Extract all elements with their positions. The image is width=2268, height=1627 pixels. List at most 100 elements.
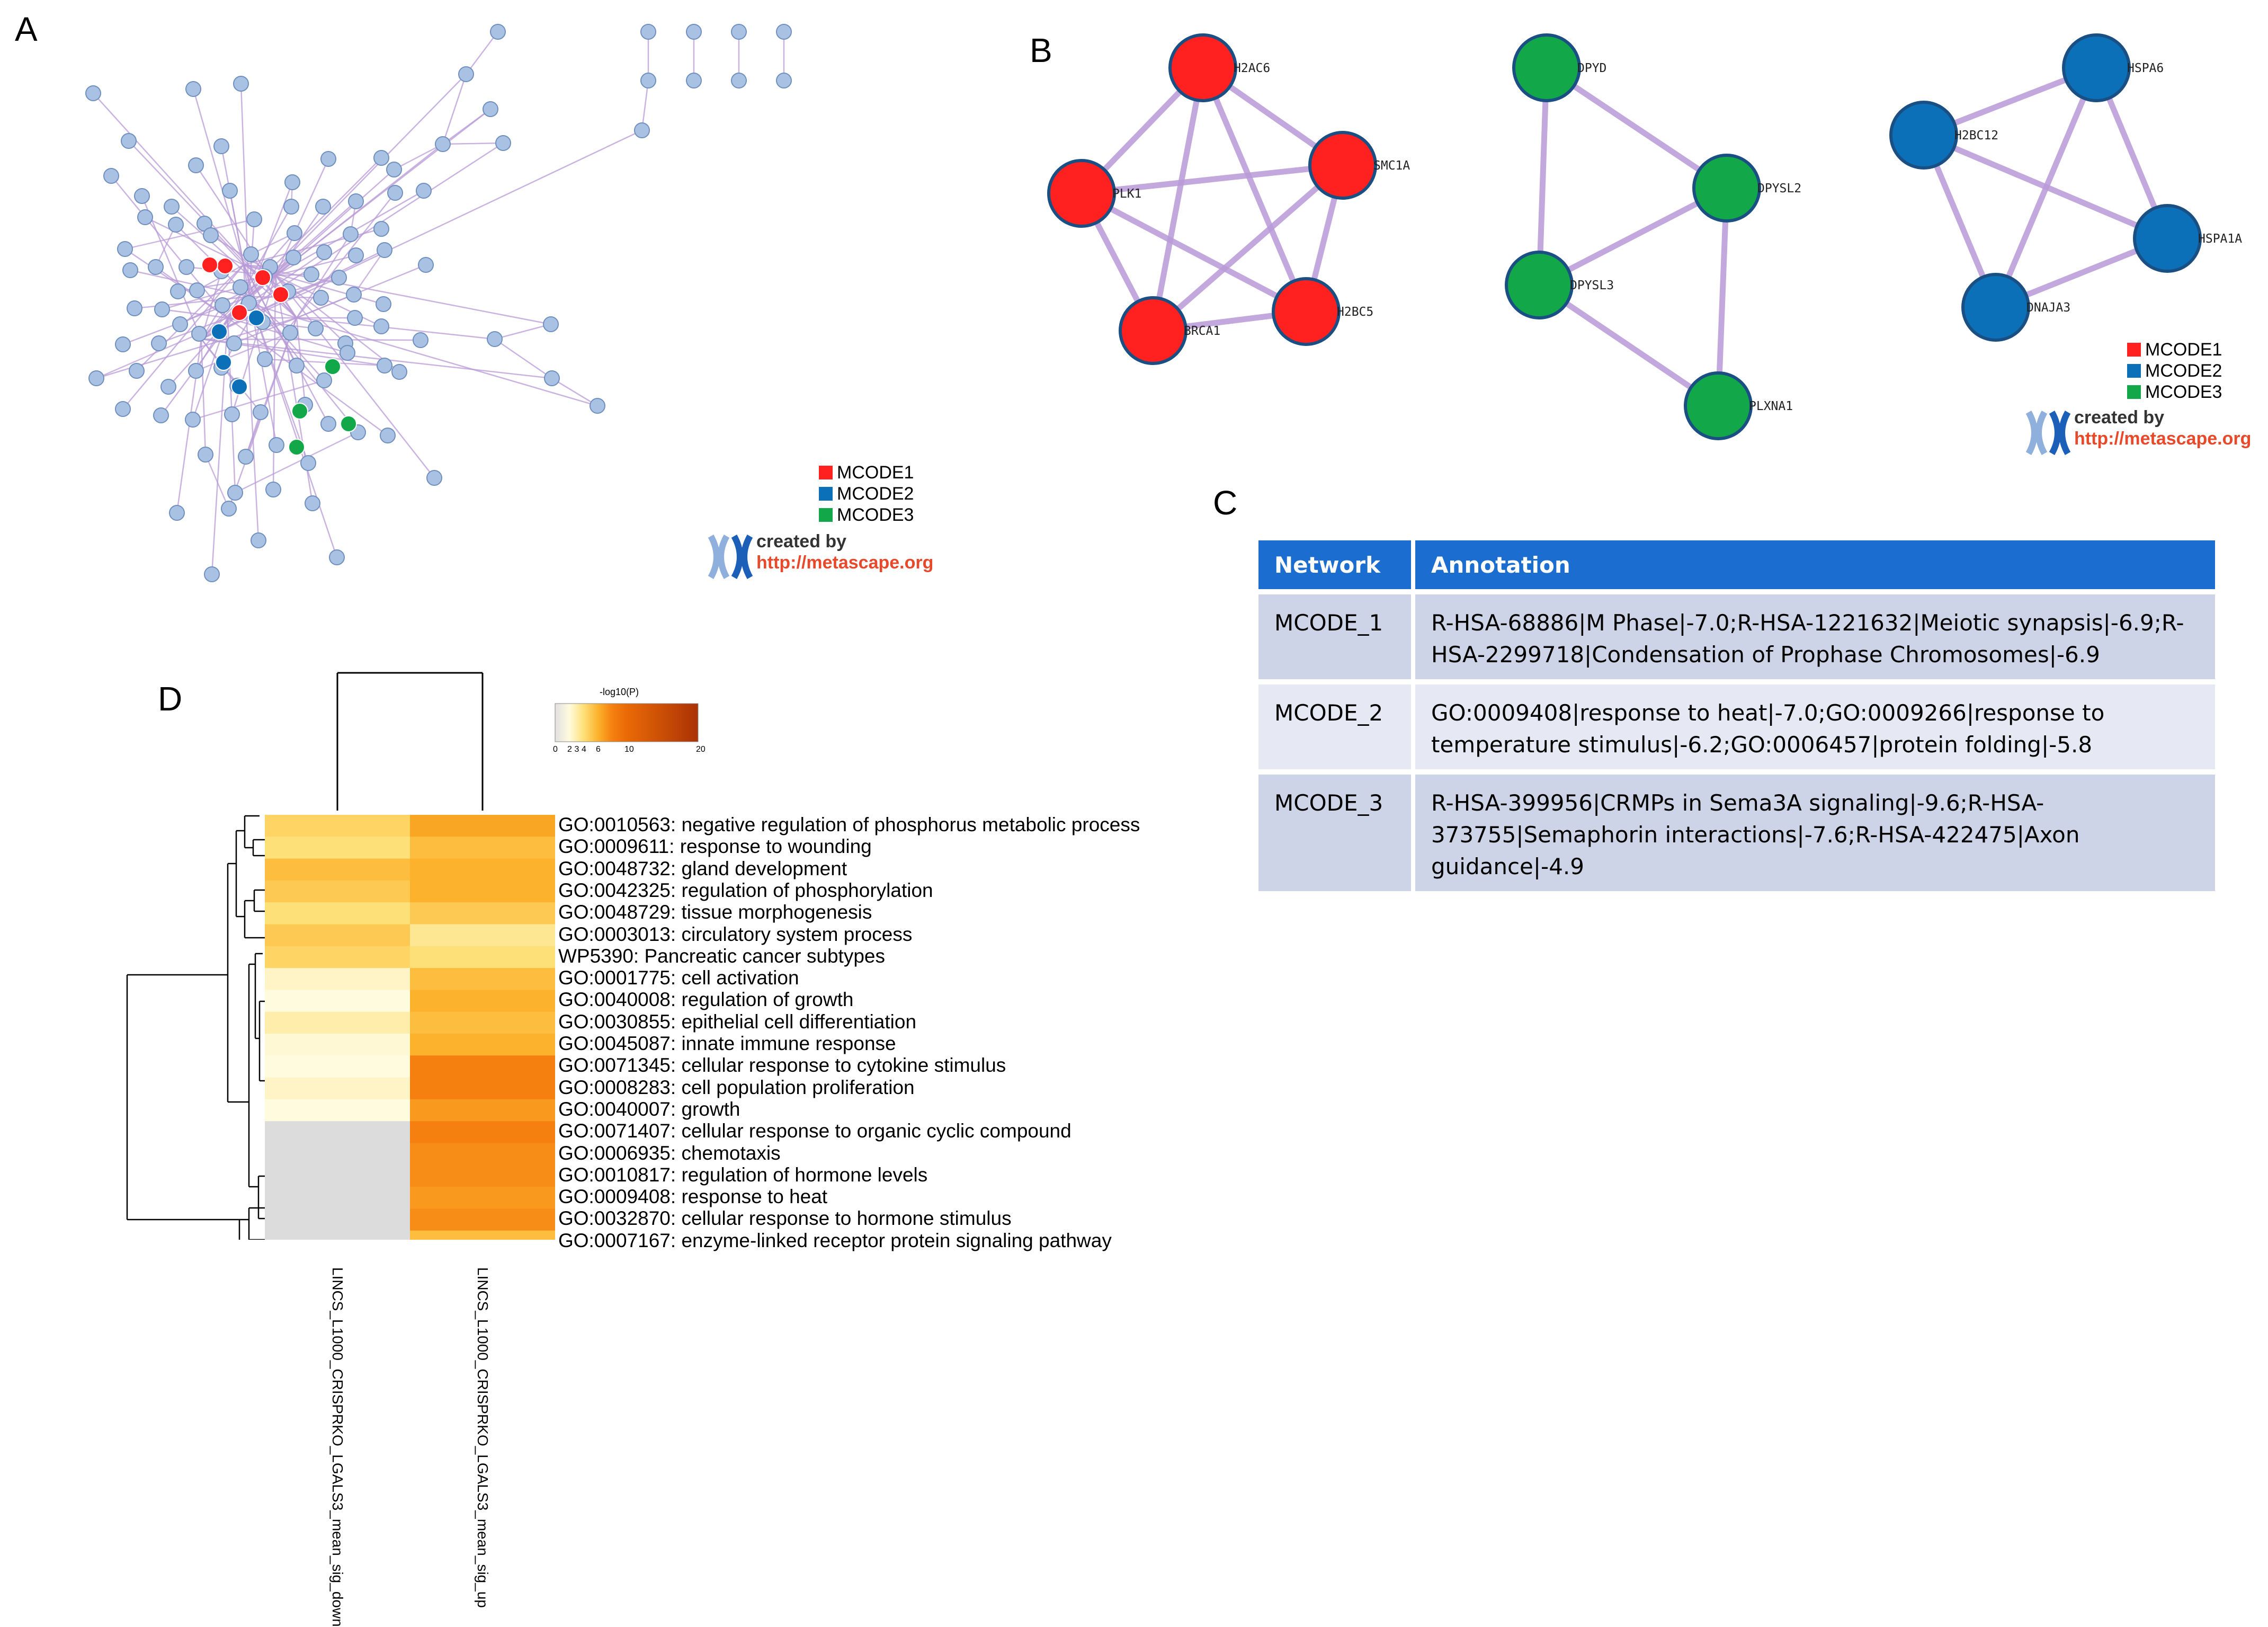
heatmap-row-label: GO:0007167: enzyme-linked receptor prote… (558, 1229, 1112, 1251)
colorbar-tick-label: 20 (696, 745, 706, 754)
network-node (160, 379, 176, 395)
network-node (188, 363, 204, 379)
network-edge (442, 108, 491, 145)
cluster-node-label: SMC1A (1373, 159, 1410, 173)
heatmap-row-label: GO:0042325: regulation of phosphorylatio… (558, 879, 933, 901)
network-edge (201, 338, 552, 379)
network-node (634, 122, 650, 138)
network-edge (234, 317, 297, 344)
network-node (376, 296, 391, 312)
network-edge (122, 264, 244, 410)
heatmap-cell (410, 946, 555, 968)
cluster-node (1684, 371, 1753, 440)
metascape-credit-a: created by http://metascape.org (756, 531, 933, 573)
network-node (348, 247, 364, 263)
heatmap-cell (410, 858, 555, 881)
network-node (154, 301, 170, 317)
network-a-edges (93, 31, 785, 575)
network-node (257, 351, 273, 367)
cluster-node-label: HSPA6 (2127, 61, 2164, 75)
heatmap-row-label: GO:0010563: negative regulation of phosp… (558, 814, 1140, 835)
cluster-node-label: HSPA1A (2198, 232, 2242, 246)
heatmap-cell (410, 815, 555, 837)
network-node (189, 282, 205, 298)
cluster-node-label: DPYSL3 (1570, 279, 1614, 292)
heatmap-cell (265, 1208, 410, 1231)
network-a-nodes (85, 24, 792, 582)
network-node (731, 73, 747, 88)
colorbar-title: -log10(P) (600, 687, 639, 697)
network-node (347, 310, 363, 326)
cluster-node-label: DNAJA3 (2026, 301, 2070, 315)
heatmap-cell (265, 1230, 410, 1240)
cluster-edge (1538, 185, 1728, 288)
heatmap-row-label: GO:0071407: cellular response to organic… (558, 1120, 1072, 1142)
network-node (300, 455, 316, 471)
network-node (543, 316, 559, 332)
cluster-edge (1081, 162, 1343, 197)
table-cell-network: MCODE_3 (1258, 769, 1415, 891)
network-node (331, 270, 347, 286)
heatmap-cell (410, 1208, 555, 1231)
network-node (387, 185, 403, 201)
cluster-node (2133, 204, 2202, 273)
colorbar (555, 703, 699, 742)
network-edge (229, 190, 245, 265)
network-node (386, 162, 402, 177)
heatmap-cell (265, 902, 410, 924)
network-node (215, 297, 230, 313)
network-node (416, 183, 432, 199)
cluster-node-label: DPYSL2 (1757, 182, 1801, 195)
mcode-node (201, 256, 218, 273)
heatmap-cell (265, 1099, 410, 1122)
legend-item-mcode1: MCODE1 (2127, 339, 2222, 360)
network-edge (394, 143, 443, 171)
network-node (117, 241, 133, 257)
legend-item-mcode1: MCODE1 (819, 462, 914, 483)
network-node (137, 209, 153, 225)
heatmap-cell (410, 1055, 555, 1078)
credit-link[interactable]: http://metascape.org (756, 553, 934, 573)
network-node (168, 217, 184, 233)
network-edge (275, 254, 356, 277)
heatmap-cell (410, 968, 555, 990)
network-node (413, 332, 428, 348)
network-node (148, 259, 164, 275)
network-node (204, 566, 220, 582)
network-node (243, 246, 259, 262)
cluster-node (1889, 101, 1958, 170)
legend-label: MCODE1 (837, 462, 914, 483)
network-edge (96, 333, 200, 379)
network-node (129, 363, 145, 379)
heatmap-cell (265, 837, 410, 859)
cluster-node (1512, 33, 1581, 102)
heatmap-cell (410, 1121, 555, 1143)
network-edge (494, 323, 551, 340)
network-node (170, 283, 186, 299)
network-edge (494, 338, 552, 379)
network-node (153, 407, 169, 423)
table-cell-network: MCODE_1 (1258, 589, 1415, 682)
cluster-edge (1715, 188, 1730, 406)
network-node (320, 416, 336, 432)
cluster-node-label: H2BC12 (1954, 129, 1998, 143)
heatmap-column-label: LINCS_L1000_CRISPRKO_LGALS3_mean_sig_up (475, 1267, 491, 1608)
heatmap-row-label: GO:0010817: regulation of hormone levels (558, 1163, 928, 1186)
network-b-legend: MCODE1 MCODE2 MCODE3 (2127, 339, 2222, 403)
legend-item-mcode3: MCODE3 (2127, 381, 2222, 403)
network-edge (227, 317, 388, 437)
network-node (226, 335, 242, 351)
table-row: MCODE_2 GO:0009408|response to heat|-7.0… (1258, 679, 2219, 772)
mcode-node (288, 439, 305, 456)
network-node (151, 335, 167, 351)
mcode-node (231, 304, 248, 321)
network-node (377, 242, 392, 258)
credit-link[interactable]: http://metascape.org (2074, 429, 2252, 449)
network-node (85, 85, 101, 101)
network-edge (442, 74, 467, 145)
metascape-credit-b: created by http://metascape.org (2074, 407, 2251, 449)
network-node (316, 244, 332, 260)
heatmap-cell (265, 1077, 410, 1100)
network-node (320, 151, 336, 167)
network-node (213, 138, 229, 154)
